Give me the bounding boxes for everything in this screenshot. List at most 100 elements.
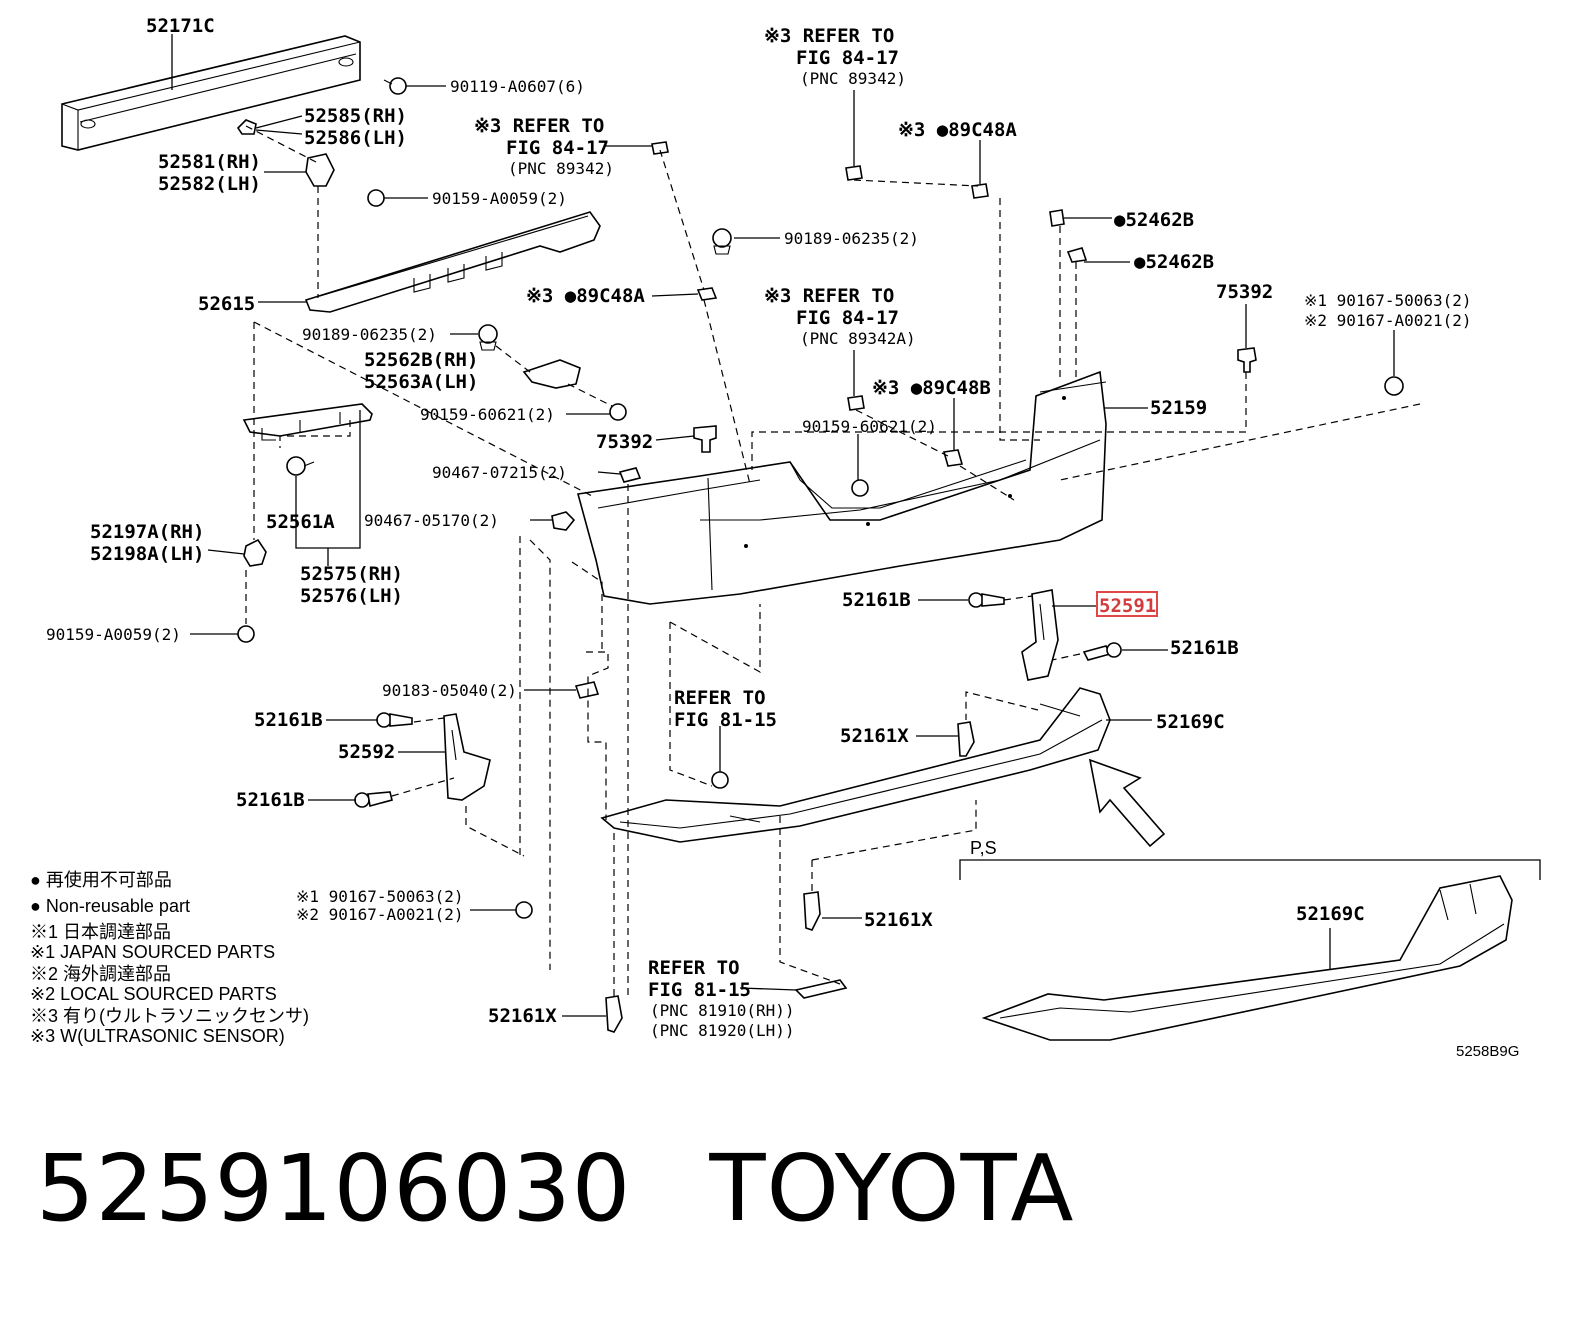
label-52585: 52585(RH): [304, 105, 407, 127]
label-ref4-line2: FIG 81-15: [674, 709, 777, 731]
label-52462b-1: ●52462B: [1114, 209, 1194, 231]
bracket-52591: [1021, 589, 1059, 681]
label-90467-07215: 90467-07215(2): [432, 463, 567, 482]
label-75392-left: 75392: [596, 431, 653, 453]
clip-52161b-left: [376, 712, 413, 728]
sensor-holder-89c48b: [942, 449, 964, 467]
label-52581: 52581(RH): [158, 151, 261, 173]
legend-item-6: ※3 有り(ウルトラソニックセンサ): [30, 1006, 309, 1026]
label-90159-60621-right: 90159-60621(2): [802, 417, 937, 436]
label-90167-left-1: ※1 90167-50063(2): [296, 887, 464, 906]
sensor-holder-89c48a-top: [971, 183, 989, 199]
label-90189-left: 90189-06235(2): [302, 325, 437, 344]
bracket-52562b: [522, 359, 581, 389]
screw-90159-60621-left: [609, 403, 627, 421]
sensor-holder-89c48a-left: [696, 287, 718, 301]
clip-90467-05170: [551, 511, 576, 531]
sensor-75392-left: [693, 425, 717, 453]
bracket-52561a: [242, 403, 373, 441]
label-ref5-line3: (PNC 81910(RH)): [650, 1001, 795, 1020]
label-52161b-left: 52161B: [254, 709, 323, 731]
leader-lines: [171, 34, 1395, 1017]
screw-90159-60621-right: [851, 479, 869, 497]
label-ref1-line3: (PNC 89342): [800, 69, 906, 88]
label-52159: 52159: [1150, 397, 1207, 419]
sensor-89342a: [847, 395, 865, 411]
label-90189-right: 90189-06235(2): [784, 229, 919, 248]
label-52563a: 52563A(LH): [364, 371, 478, 393]
label-90467-05170: 90467-05170(2): [364, 511, 499, 530]
label-89c48a-top: ※3 ●89C48A: [898, 119, 1017, 141]
assembly-lines: [245, 125, 1421, 1000]
bracket-52615: [304, 211, 601, 313]
label-52197a: 52197A(RH): [90, 521, 204, 543]
label-ps: P,S: [970, 838, 997, 858]
reinforcement-bar-52171c: [61, 35, 361, 151]
ps-lower-bumper: [981, 875, 1513, 1041]
label-52161b-right: 52161B: [842, 589, 911, 611]
label-89c48b: ※3 ●89C48B: [872, 377, 991, 399]
clip-52197a: [243, 538, 267, 567]
label-52462b-2: ●52462B: [1134, 251, 1214, 273]
label-ref2-line3: (PNC 89342): [508, 159, 614, 178]
legend: ● 再使用不可部品 ● Non-reusable part ※1 日本調達部品 …: [30, 870, 309, 1046]
clip-52161b-right: [968, 592, 1005, 608]
sensor-89342-top: [845, 165, 863, 181]
label-ref2-line1: ※3 REFER TO: [474, 115, 604, 137]
label-52161b-left-2: 52161B: [236, 789, 305, 811]
label-52161x-left: 52161X: [488, 1005, 557, 1027]
label-52169c: 52169C: [1156, 711, 1225, 733]
direction-arrow: [1088, 758, 1166, 848]
clip-52161x-left: [605, 995, 623, 1033]
part-labels: 52171C 90119-A0607(6) 52585(RH) 52586(LH…: [46, 15, 1519, 1060]
label-52171c: 52171C: [146, 15, 215, 37]
label-90167-right-1: ※1 90167-50063(2): [1304, 291, 1472, 310]
label-ref5-line4: (PNC 81920(LH)): [650, 1021, 795, 1040]
label-52562b: 52562B(RH): [364, 349, 478, 371]
bracket-52592: [443, 713, 491, 801]
label-ref3-line1: ※3 REFER TO: [764, 285, 894, 307]
legend-item-4: ※2 海外調達部品: [30, 964, 171, 984]
clip-52161x-bottom: [803, 891, 821, 931]
bolt-90119: [383, 77, 407, 95]
clip-90189-left: [478, 324, 498, 351]
bolt-90467-07215: [618, 467, 642, 483]
screw-90167-right: [1384, 376, 1404, 396]
label-90167-right-2: ※2 90167-A0021(2): [1304, 311, 1472, 330]
legend-item-2: ※1 日本調達部品: [30, 922, 171, 942]
footer-part-number: 5259106030: [36, 1135, 632, 1242]
pad-52462b-2: [1066, 247, 1088, 263]
label-90159-60621-left: 90159-60621(2): [420, 405, 555, 424]
label-ref5-line1: REFER TO: [648, 957, 740, 979]
sensor-89342-upper: [651, 141, 669, 155]
footer-title: 5259106030 TOYOTA: [36, 1135, 1075, 1242]
clip-90189-right: [712, 228, 732, 255]
label-52169c-ps: 52169C: [1296, 903, 1365, 925]
label-90159-a0059-top: 90159-A0059(2): [432, 189, 567, 208]
reflector-81910: [794, 979, 848, 999]
clip-90183: [574, 681, 600, 699]
footer-brand: TOYOTA: [709, 1135, 1075, 1242]
ps-bracket-line: [959, 859, 1541, 880]
label-ref1-line1: ※3 REFER TO: [764, 25, 894, 47]
label-52592: 52592: [338, 741, 395, 763]
label-52575: 52575(RH): [300, 563, 403, 585]
label-ref3-line3: (PNC 89342A): [800, 329, 916, 348]
label-ref3-line2: FIG 84-17: [796, 307, 899, 329]
screw-90167-left: [515, 901, 533, 919]
label-ref2-line2: FIG 84-17: [506, 137, 609, 159]
label-90119: 90119-A0607(6): [450, 77, 585, 96]
label-ref4-line1: REFER TO: [674, 687, 766, 709]
label-52586: 52586(LH): [304, 127, 407, 149]
label-52591: 52591: [1099, 595, 1156, 617]
label-75392-right: 75392: [1216, 281, 1273, 303]
legend-item-0: ● 再使用不可部品: [30, 870, 172, 890]
legend-item-5: ※2 LOCAL SOURCED PARTS: [30, 984, 277, 1004]
legend-item-1: ● Non-reusable part: [30, 896, 190, 916]
highlight-box-52591: [1096, 591, 1158, 617]
label-52161x-bottom: 52161X: [864, 909, 933, 931]
clip-52161x-center: [957, 721, 975, 757]
clip-52161b-left-2: [354, 791, 393, 808]
label-52576: 52576(LH): [300, 585, 403, 607]
